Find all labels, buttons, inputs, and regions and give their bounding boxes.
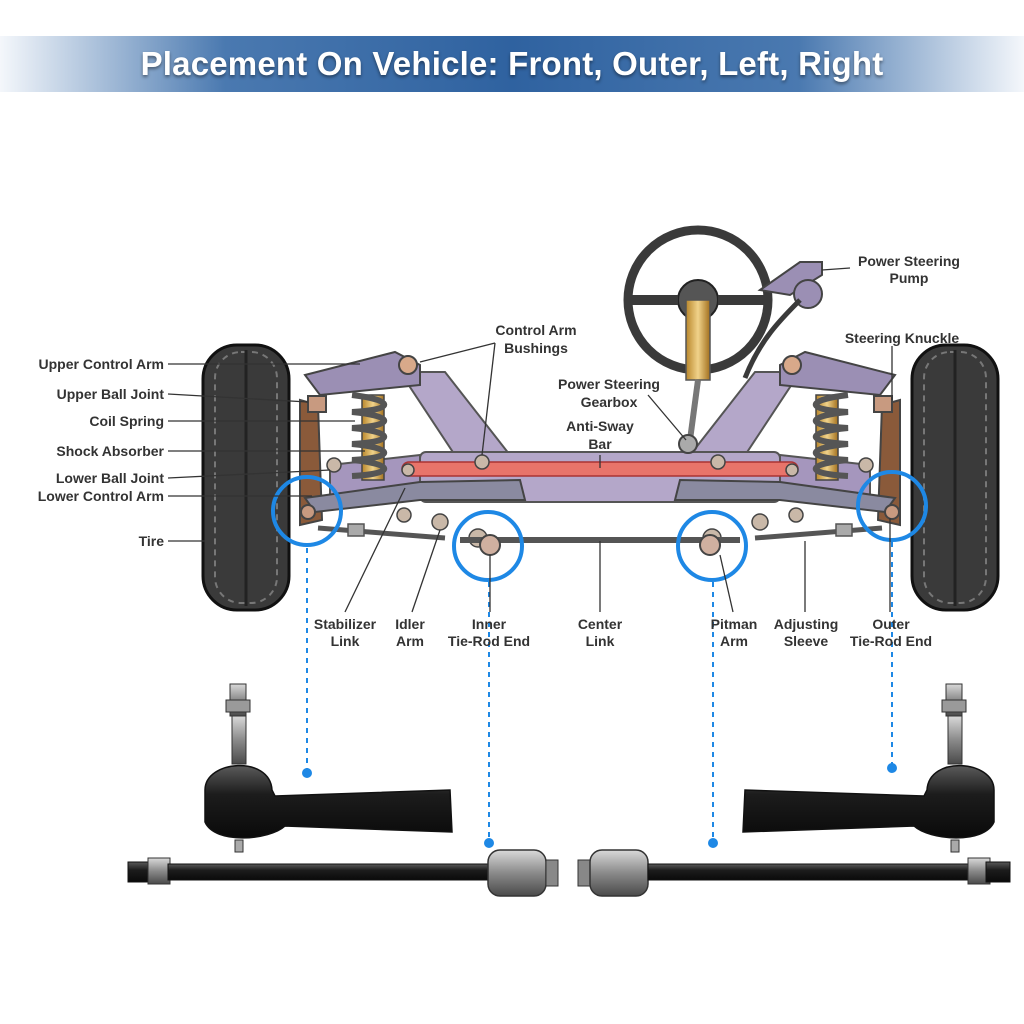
label-lower-control-arm: Lower Control Arm bbox=[38, 488, 164, 504]
label-adjusting-sleeve-1: Adjusting bbox=[774, 616, 839, 632]
label-anti-sway-bar-2: Bar bbox=[588, 436, 612, 452]
label-tire: Tire bbox=[139, 533, 165, 549]
outer-tie-rod-joint-left bbox=[300, 504, 316, 520]
inner-tie-rod-right bbox=[577, 849, 1011, 897]
label-power-steering-gearbox-1: Power Steering bbox=[558, 376, 660, 392]
labels: Upper Control Arm Upper Ball Joint Coil … bbox=[38, 253, 960, 649]
label-power-steering-pump-1: Power Steering bbox=[858, 253, 960, 269]
label-pitman-arm-1: Pitman bbox=[711, 616, 758, 632]
connector-lines bbox=[306, 542, 893, 840]
highlight-outer-left bbox=[271, 475, 343, 547]
label-idler-arm-1: Idler bbox=[395, 616, 425, 632]
highlight-inner-right bbox=[676, 510, 748, 582]
steering-shaft bbox=[687, 379, 701, 441]
label-power-steering-pump-2: Pump bbox=[890, 270, 929, 286]
outer-tie-rod-end-right bbox=[742, 683, 995, 853]
label-power-steering-gearbox-2: Gearbox bbox=[581, 394, 638, 410]
banner-title: Placement On Vehicle: Front, Outer, Left… bbox=[140, 45, 884, 82]
upper-control-arm-left bbox=[303, 350, 421, 397]
label-center-link-2: Link bbox=[586, 633, 615, 649]
highlight-rings bbox=[271, 470, 928, 582]
coil-spring-right bbox=[812, 392, 849, 481]
outer-tie-rod-end-left bbox=[204, 683, 453, 853]
label-pitman-arm-2: Arm bbox=[720, 633, 748, 649]
label-inner-tie-rod-2: Tie-Rod End bbox=[448, 633, 530, 649]
label-stabilizer-link-2: Link bbox=[331, 633, 360, 649]
title-banner: Placement On Vehicle: Front, Outer, Left… bbox=[0, 36, 1024, 92]
label-stabilizer-link-1: Stabilizer bbox=[314, 616, 377, 632]
tire-right bbox=[910, 343, 1000, 612]
steering-column bbox=[685, 299, 711, 381]
power-steering-pump bbox=[742, 261, 823, 379]
label-lower-ball-joint: Lower Ball Joint bbox=[56, 470, 164, 486]
label-upper-control-arm: Upper Control Arm bbox=[39, 356, 164, 372]
label-idler-arm-2: Arm bbox=[396, 633, 424, 649]
label-steering-knuckle: Steering Knuckle bbox=[845, 330, 960, 346]
label-anti-sway-bar-1: Anti-Sway bbox=[566, 418, 634, 434]
label-shock-absorber: Shock Absorber bbox=[56, 443, 164, 459]
power-steering-gearbox bbox=[678, 434, 698, 454]
label-outer-tie-rod-2: Tie-Rod End bbox=[850, 633, 932, 649]
label-control-arm-bushings-2: Bushings bbox=[504, 340, 568, 356]
label-adjusting-sleeve-2: Sleeve bbox=[784, 633, 829, 649]
label-control-arm-bushings-1: Control Arm bbox=[495, 322, 576, 338]
leader-lines bbox=[167, 267, 893, 613]
upper-control-arm-right bbox=[779, 350, 897, 397]
label-upper-ball-joint: Upper Ball Joint bbox=[57, 386, 165, 402]
outer-tie-rod-joint-right bbox=[884, 504, 900, 520]
label-inner-tie-rod-1: Inner bbox=[472, 616, 507, 632]
tire-left bbox=[201, 343, 291, 612]
label-coil-spring: Coil Spring bbox=[89, 413, 164, 429]
inner-tie-rod-left bbox=[127, 849, 559, 897]
steering-linkage bbox=[317, 523, 883, 543]
label-outer-tie-rod-1: Outer bbox=[872, 616, 910, 632]
highlight-outer-right bbox=[856, 470, 928, 542]
connector-dots bbox=[302, 763, 897, 848]
label-center-link-1: Center bbox=[578, 616, 623, 632]
upper-ball-joint-left bbox=[307, 395, 327, 413]
inner-tie-rod-joint-left bbox=[479, 534, 501, 556]
inner-tie-rod-joint-right bbox=[699, 534, 721, 556]
highlight-inner-left bbox=[452, 510, 524, 582]
coil-spring-left bbox=[351, 392, 388, 481]
upper-ball-joint-right bbox=[873, 395, 893, 413]
